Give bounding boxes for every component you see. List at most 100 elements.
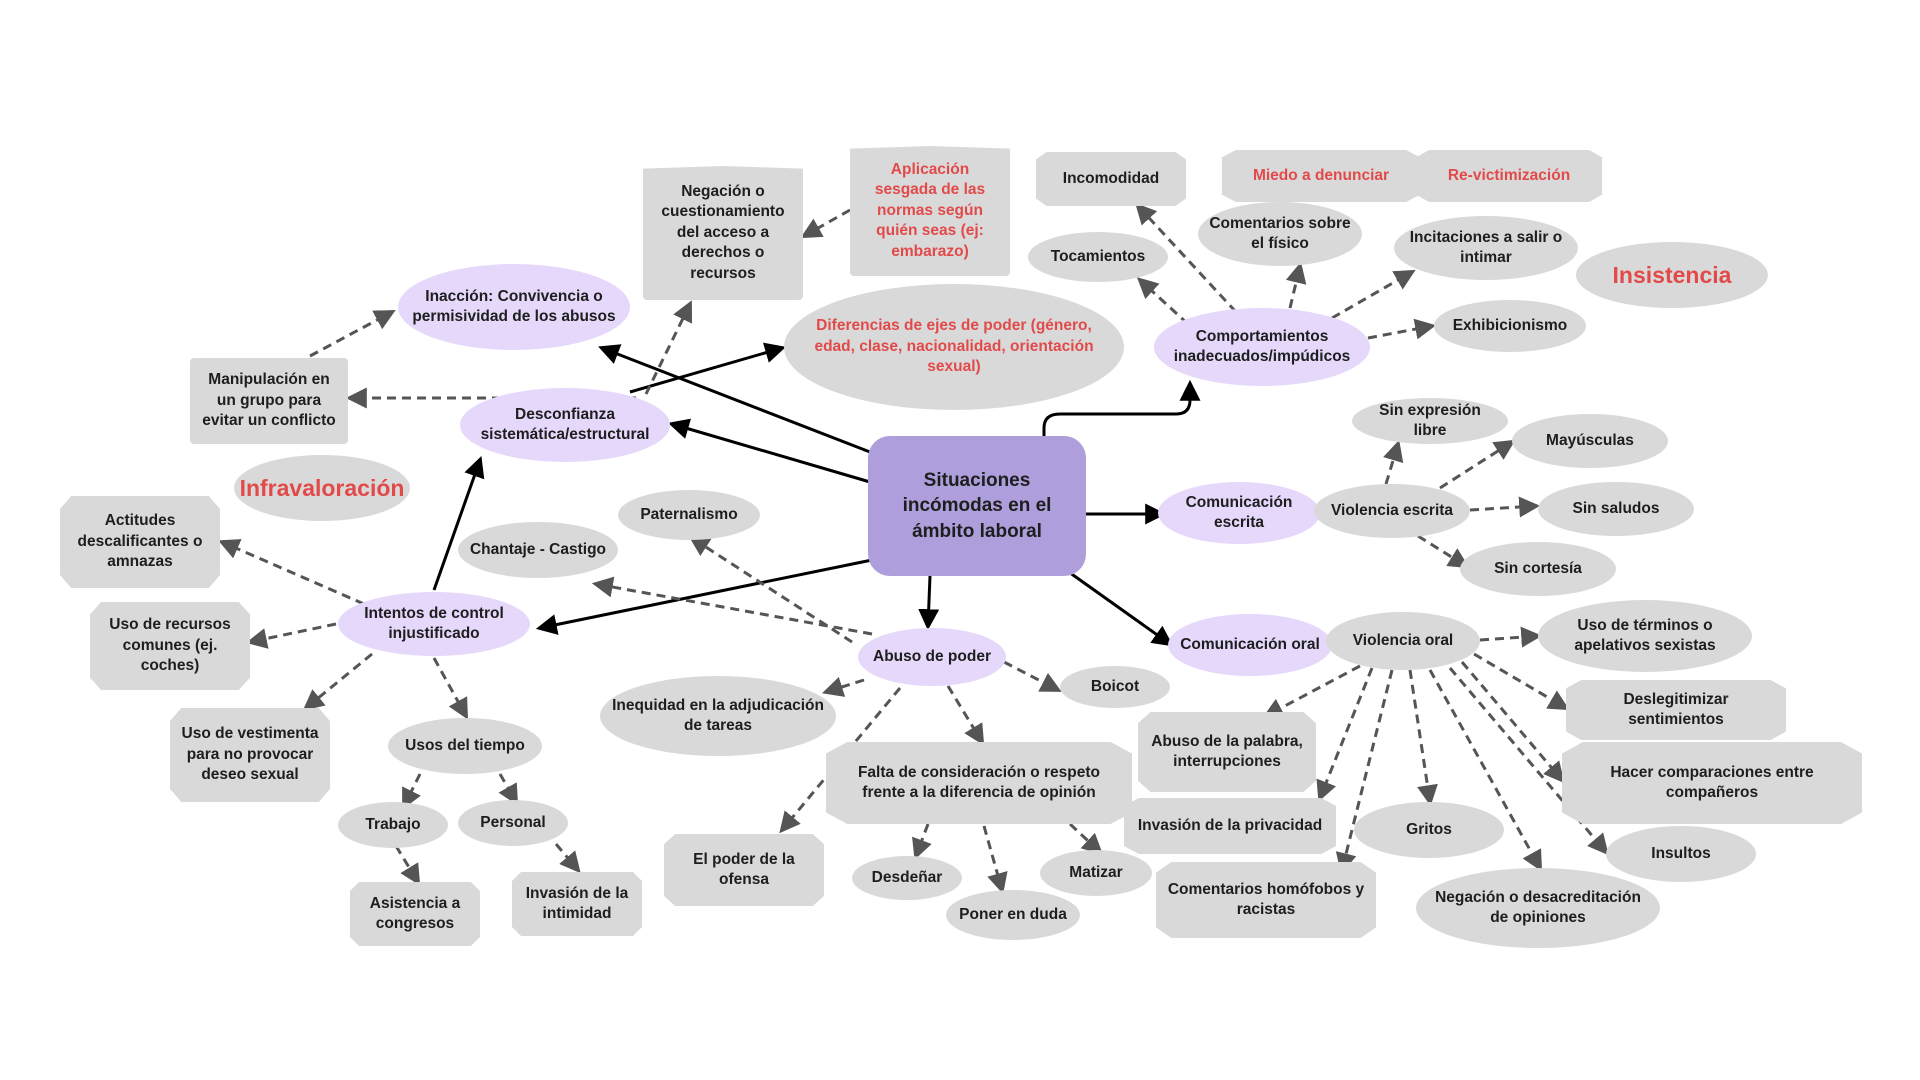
node-chantaje: Chantaje - Castigo	[458, 522, 618, 578]
dashed-arrow-personal-to-invasion	[554, 843, 581, 874]
dashed-arrow-violencia-escrita-to-sin-cortesia	[1417, 534, 1470, 569]
node-diferencias-poder: Diferencias de ejes de poder (género, ed…	[784, 284, 1124, 410]
label-vestimenta: Uso de vestimenta para no provocar deseo…	[181, 725, 319, 784]
dashed-arrow-comportamientos-to-exhibicionismo	[1367, 318, 1437, 340]
dashed-arrow-violencia-oral-to-homofobos	[1335, 669, 1394, 875]
node-revictimizacion: Re-victimización	[1416, 150, 1602, 202]
label-chantaje: Chantaje - Castigo	[469, 540, 607, 558]
dashed-arrow-comportamientos-to-comentarios	[1285, 261, 1307, 309]
node-intentos-control: Intentos de control injustificado	[338, 592, 530, 656]
label-sin-expresion: Sin expresión libre	[1379, 401, 1481, 439]
label-poner-duda: Poner en duda	[959, 905, 1067, 923]
arrow-desconfianza-to-diferencias	[629, 342, 787, 394]
node-comportamientos: Comportamientos inadecuados/impúdicos	[1154, 308, 1370, 386]
dashed-arrow-falta-to-matizar	[1068, 822, 1104, 855]
label-desdenar: Desdeñar	[871, 868, 943, 886]
node-tocamientos: Tocamientos	[1028, 232, 1168, 282]
dashed-arrow-usos-to-personal	[498, 773, 519, 806]
dashed-arrow-comportamientos-to-incitaciones	[1331, 269, 1416, 320]
node-inaccion: Inacción: Convivencia o permisividad de …	[398, 264, 630, 350]
node-comparaciones: Hacer comparaciones entre compañeros	[1562, 742, 1862, 824]
label-miedo-denunciar: Miedo a denunciar	[1252, 166, 1390, 184]
dashed-arrow-abuso-to-paternalismo	[688, 535, 853, 644]
label-paternalismo: Paternalismo	[640, 505, 738, 523]
node-invasion-intimidad: Invasión de la intimidad	[512, 872, 642, 936]
label-boicot: Boicot	[1090, 677, 1140, 695]
label-asistencia: Asistencia a congresos	[369, 894, 461, 932]
dashed-arrow-violencia-oral-to-comparaciones	[1460, 661, 1565, 784]
node-violencia-oral: Violencia oral	[1326, 612, 1480, 670]
label-comentarios-fisico: Comentarios sobre el físico	[1209, 214, 1351, 252]
node-falta-consideracion: Falta de consideración o respeto frente …	[826, 742, 1132, 824]
label-comportamientos: Comportamientos inadecuados/impúdicos	[1173, 327, 1351, 365]
dashed-arrow-intentos-to-recursos	[245, 622, 337, 649]
node-matizar: Matizar	[1040, 850, 1152, 896]
dashed-arrow-falta-to-poner-duda	[982, 825, 1008, 895]
label-sin-saludos: Sin saludos	[1572, 499, 1660, 517]
node-incomodidad: Incomodidad	[1036, 152, 1186, 206]
dashed-arrow-aplicacion-to-negacion	[800, 208, 851, 239]
dashed-arrow-comportamientos-to-tocamientos	[1136, 277, 1190, 326]
dashed-arrow-falta-to-desdenar	[912, 823, 932, 860]
center-node: Situaciones incómodas en el ámbito labor…	[868, 436, 1086, 576]
label-recursos: Uso de recursos comunes (ej. coches)	[109, 616, 231, 675]
label-sin-cortesia: Sin cortesía	[1494, 559, 1582, 577]
arrow-center-to-com-oral	[1065, 568, 1174, 647]
label-insistencia: Insistencia	[1612, 261, 1732, 288]
node-poner-duda: Poner en duda	[946, 890, 1080, 940]
label-deslegitimar: Deslegitimizar sentimientos	[1623, 690, 1729, 728]
label-inequidad: Inequidad en la adjudicación de tareas	[612, 696, 824, 734]
node-usos-tiempo: Usos del tiempo	[388, 718, 542, 774]
dashed-arrow-intentos-to-usos-tiempo	[432, 657, 469, 720]
node-com-oral: Comunicación oral	[1168, 614, 1332, 676]
label-negacion-opiniones: Negación o desacreditación de opiniones	[1435, 888, 1641, 926]
arrow-center-to-abuso-poder	[918, 575, 940, 631]
node-aplicacion-sesgada: Aplicación sesgada de las normas según q…	[850, 146, 1010, 276]
node-exhibicionismo: Exhibicionismo	[1434, 300, 1586, 352]
dashed-arrow-violencia-escrita-to-sin-saludos	[1469, 496, 1541, 518]
node-negacion-acceso: Negación o cuestionamiento del acceso a …	[643, 166, 803, 300]
node-deslegitimar: Deslegitimizar sentimientos	[1566, 680, 1786, 740]
dashed-arrow-abuso-to-inequidad	[821, 676, 865, 697]
node-poder-ofensa: El poder de la ofensa	[664, 834, 824, 906]
node-vestimenta: Uso de vestimenta para no provocar deseo…	[170, 708, 330, 802]
label-insultos: Insultos	[1651, 844, 1711, 862]
node-sin-cortesia: Sin cortesía	[1460, 542, 1616, 596]
node-negacion-opiniones: Negación o desacreditación de opiniones	[1416, 868, 1660, 948]
dashed-arrow-violencia-oral-to-negacion-opiniones	[1428, 669, 1543, 872]
arrow-intentos-to-desconfianza	[432, 456, 485, 591]
label-tocamientos: Tocamientos	[1050, 247, 1146, 265]
dashed-arrow-abuso-to-falta	[946, 685, 985, 746]
node-miedo-denunciar: Miedo a denunciar	[1222, 150, 1420, 202]
label-homofobos: Comentarios homófobos y racistas	[1167, 880, 1365, 918]
label-invasion-intimidad: Invasión de la intimidad	[525, 884, 629, 922]
arrow-center-to-inaccion	[598, 344, 871, 454]
node-homofobos: Comentarios homófobos y racistas	[1156, 862, 1376, 938]
label-diferencias-poder: Diferencias de ejes de poder (género, ed…	[814, 317, 1094, 376]
label-desconfianza: Desconfianza sistemática/estructural	[480, 405, 650, 443]
node-comentarios-fisico: Comentarios sobre el físico	[1198, 202, 1362, 266]
label-abuso-palabra: Abuso de la palabra, interrupciones	[1151, 732, 1303, 770]
node-mayusculas: Mayúsculas	[1512, 414, 1668, 468]
label-incomodidad: Incomodidad	[1062, 169, 1160, 187]
arrow-center-to-desconfianza	[667, 418, 871, 484]
dashed-arrow-manipulacion-to-inaccion	[309, 310, 396, 358]
label-violencia-oral: Violencia oral	[1352, 631, 1454, 649]
node-gritos: Gritos	[1354, 802, 1504, 858]
label-revictimizacion: Re-victimización	[1447, 166, 1571, 184]
node-violencia-escrita: Violencia escrita	[1314, 484, 1470, 538]
dashed-arrow-violencia-oral-to-deslegitimar	[1473, 652, 1570, 711]
label-trabajo: Trabajo	[365, 815, 421, 833]
node-com-escrita: Comunicación escrita	[1158, 482, 1320, 544]
node-incitaciones: Incitaciones a salir o intimar	[1394, 216, 1578, 280]
node-personal: Personal	[458, 800, 568, 846]
dashed-arrow-violencia-escrita-to-mayusculas	[1439, 439, 1516, 490]
label-actitudes: Actitudes descalificantes o amnazas	[77, 512, 203, 571]
dashed-arrow-desconfianza-to-negacion	[644, 300, 693, 395]
node-sexistas: Uso de términos o apelativos sexistas	[1538, 600, 1752, 672]
node-insultos: Insultos	[1606, 826, 1756, 882]
label-sexistas: Uso de términos o apelativos sexistas	[1574, 616, 1716, 654]
dashed-arrow-abuso-to-chantaje-line	[591, 576, 873, 636]
